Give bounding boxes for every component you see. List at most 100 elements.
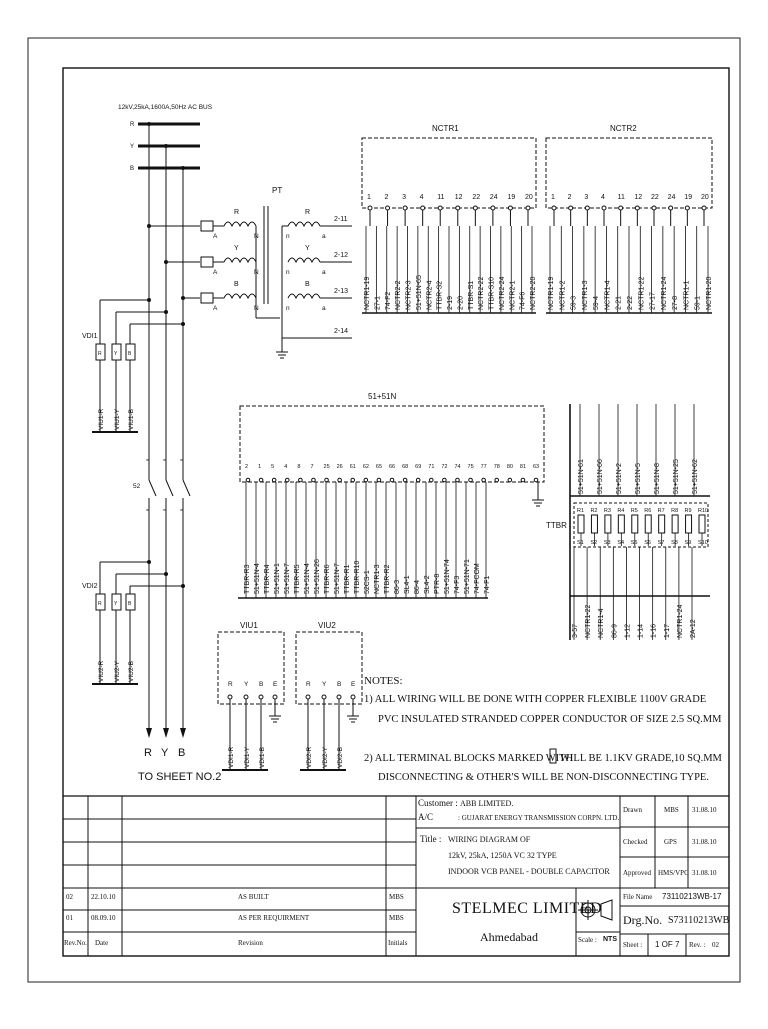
nctr2-terminal-3: 4 <box>601 194 605 201</box>
nctr1-wire-5: 51+51N-65 <box>416 275 423 310</box>
vdi2-section: VDI2 R Y B VIU2-R VIU2-Y VIU2-B <box>82 560 185 685</box>
relay-terminal-14: 71 <box>428 464 434 470</box>
relay-wire-15: 86-3 <box>394 580 401 594</box>
drg-label: Drg.No. <box>623 913 663 927</box>
svg-text:R: R <box>98 601 102 607</box>
relay-wire-16: SL4-1 <box>404 575 411 594</box>
sheet-label: Sheet : <box>623 941 643 949</box>
sheet-value: 1 OF 7 <box>655 940 680 949</box>
relay-terminal-18: 77 <box>481 464 487 470</box>
nctr2-wire-12: NCTR1-1 <box>683 280 690 310</box>
relay-terminal-1: 1 <box>258 464 261 470</box>
nctr2-wire-8: NCTR1-22 <box>638 276 645 310</box>
rev-row-2-date: 08.09.10 <box>91 914 116 922</box>
ttbr-s-6: S7 <box>658 540 665 546</box>
relay-terminal-5: 7 <box>310 464 313 470</box>
checked-label: Checked <box>623 838 648 846</box>
viu2-wire-y: VDI2-Y <box>322 746 329 768</box>
nctr1-wire-11: NCTR2-22 <box>478 276 485 310</box>
ttbr-s-0: S1 <box>577 540 584 546</box>
relay-wire-1: 51+51N-4 <box>254 563 261 594</box>
ttbr-top-wire-5: 51+51N-25 <box>673 459 680 494</box>
pt-secondary-y: Y <box>305 245 310 252</box>
svg-text:a: a <box>322 269 326 276</box>
svg-text:Y: Y <box>114 601 118 607</box>
ttbr-bottom-wire-2: NCTR1-4 <box>598 608 605 638</box>
nctr2-wire-11: 27-8 <box>672 296 679 310</box>
ttbr-label: TTBR <box>546 521 567 530</box>
ttbr-r-2: R3 <box>604 508 611 514</box>
nctr1-terminal-6: 22 <box>472 194 480 201</box>
ttbr-top-wire-4: 51+51N-8 <box>654 463 661 494</box>
ac-value: : GUJARAT ENERGY TRANSMISSION CORPN. LTD… <box>458 814 620 822</box>
relay-terminal-17: 75 <box>468 464 474 470</box>
nctr1-wire-7: TTBR-S2 <box>437 281 444 310</box>
vdi2-wire-b: VIU2-B <box>128 661 135 682</box>
rev-row-1-desc: AS BUILT <box>238 893 269 901</box>
ttbr-top-wire-3: 51+51N-5 <box>635 463 642 494</box>
svg-text:B: B <box>259 681 263 688</box>
file-name: 73110213WB-17 <box>662 892 722 901</box>
relay-wire-20: 51+51N-74 <box>444 559 451 594</box>
ttbr-r-7: R8 <box>671 508 678 514</box>
relay-terminal-15: 72 <box>441 464 447 470</box>
svg-text:Y: Y <box>114 351 118 357</box>
nctr2-wire-7: 2-22 <box>627 296 634 310</box>
bus-label: 12kV,25kA,1600A,50Hz AC BUS <box>118 104 213 111</box>
rev-row-2-desc: AS PER REQUIRMENT <box>238 914 310 922</box>
nctr2-terminal-6: 22 <box>651 194 659 201</box>
ttbr-r-0: R1 <box>577 508 584 514</box>
pt-out-1: 2-11 <box>334 216 348 223</box>
ttbr-s-8: S9 <box>685 540 692 546</box>
relay-wire-12: 52CS-1 <box>364 570 371 594</box>
svg-text:≈: ≈ <box>146 508 150 514</box>
nctr2-wire-1: NCTR1-2 <box>559 280 566 310</box>
ttbr-s-7: S8 <box>671 540 678 546</box>
rev-header-desc: Revision <box>238 939 263 947</box>
ttbr-s-2: S3 <box>604 540 611 546</box>
ttbr-s-4: S5 <box>631 540 638 546</box>
rev-row-2-no: 01 <box>66 914 73 922</box>
nctr2-wire-10: NCTR1-24 <box>661 276 668 310</box>
rev-header-date: Date <box>95 939 109 947</box>
ttbr-r-8: R9 <box>685 508 692 514</box>
ttbr-bottom-wire-6: 1-16 <box>651 624 658 638</box>
svg-text:≈: ≈ <box>180 508 184 514</box>
vdi1-wire-y: VIU1-Y <box>114 408 121 430</box>
nctr1-wire-2: 74-F2 <box>385 292 392 310</box>
ttbr-bottom-wire-4: 1-12 <box>624 624 631 638</box>
svg-text:E: E <box>351 681 356 688</box>
viu2-wire-r: VDI2-R <box>306 746 313 768</box>
ttbr-top-wire-1: 51+51N-66 <box>597 459 604 494</box>
ttbr-bottom-wire-5: 1-14 <box>638 624 645 638</box>
rev-header-no: Rev.No. <box>64 939 87 947</box>
breaker-52: 52 ≈≈≈ ≈≈≈ <box>133 458 191 514</box>
relay-terminal-6: 25 <box>324 464 330 470</box>
bus-phase-b: B <box>130 166 134 172</box>
pt-secondary-b: B <box>305 281 310 288</box>
nctr1-wire-13: NCTR2-24 <box>499 276 506 310</box>
ttbr-r-1: R2 <box>590 508 597 514</box>
svg-text:E: E <box>273 681 278 688</box>
ttbr-r-4: R5 <box>631 508 638 514</box>
relay-wire-14: TTBR-R2 <box>384 564 391 594</box>
nctr1-terminal-9: 20 <box>525 194 533 201</box>
relay-wire-4: 51+51N-7 <box>284 563 291 594</box>
rev-row-2-init: MBS <box>389 914 404 922</box>
rev-row-1-no: 02 <box>66 893 73 901</box>
out-phase-b: B <box>178 747 185 759</box>
ttbr-s-5: S6 <box>644 540 651 546</box>
relay-terminal-0: 2 <box>245 464 248 470</box>
title-line-3: INDOOR VCB PANEL - DOUBLE CAPACITOR <box>448 867 610 876</box>
relay-terminal-19: 78 <box>494 464 500 470</box>
nctr1-terminal-0: 1 <box>367 194 371 201</box>
svg-text:A: A <box>213 305 218 312</box>
vdi1-label: VDI1 <box>82 333 98 340</box>
relay-wire-2: TTBR-R4 <box>264 564 271 594</box>
ttbr-bottom-wire-7: 1-17 <box>664 624 671 638</box>
svg-text:B: B <box>337 681 341 688</box>
ttbr-top-wire-2: 51+51N-2 <box>616 463 623 494</box>
svg-text:R: R <box>98 351 102 357</box>
checked-by: GPS <box>664 838 677 846</box>
